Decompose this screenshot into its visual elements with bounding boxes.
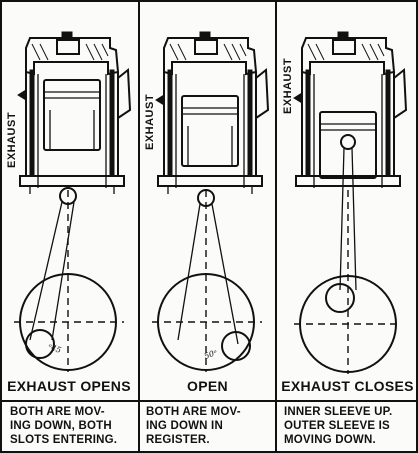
panel-3-note-line-3: MOVING DOWN. <box>284 434 376 446</box>
panel-2-note-line-1: BOTH ARE MOV- <box>146 406 241 418</box>
panel-3-caption: EXHAUST CLOSES <box>281 378 414 394</box>
panel-divider-2 <box>275 0 277 453</box>
panel-3-engine <box>293 31 408 374</box>
panel-3-exhaust-label: EXHAUST <box>282 57 294 114</box>
panel-3-note-line-2: OUTER SLEEVE IS <box>284 420 390 432</box>
panel-1-note-line-3: SLOTS ENTERING. <box>10 434 118 446</box>
panel-1-note-line-2: ING DOWN, BOTH <box>10 420 112 432</box>
panel-2-note-line-2: ING DOWN IN <box>146 420 223 432</box>
panel-1-engine <box>14 31 132 372</box>
panel-3-note: INNER SLEEVE UP. OUTER SLEEVE IS MOVING … <box>284 405 414 447</box>
panel-2-note-line-3: REGISTER. <box>146 434 210 446</box>
engine-cross-sections <box>14 31 408 374</box>
panel-1-exhaust-label: EXHAUST <box>6 111 18 168</box>
panel-2-exhaust-label: EXHAUST <box>144 93 156 150</box>
panel-1-caption: EXHAUST OPENS <box>7 378 131 394</box>
panel-divider-1 <box>138 0 140 453</box>
panel-2-engine <box>152 31 270 372</box>
panel-1-note: BOTH ARE MOV- ING DOWN, BOTH SLOTS ENTER… <box>10 405 136 447</box>
panel-3-note-line-1: INNER SLEEVE UP. <box>284 406 393 418</box>
panel-1-note-line-1: BOTH ARE MOV- <box>10 406 105 418</box>
panel-2-note: BOTH ARE MOV- ING DOWN IN REGISTER. <box>146 405 272 447</box>
notes-divider <box>0 400 418 402</box>
panel-2-caption: OPEN <box>187 378 228 394</box>
